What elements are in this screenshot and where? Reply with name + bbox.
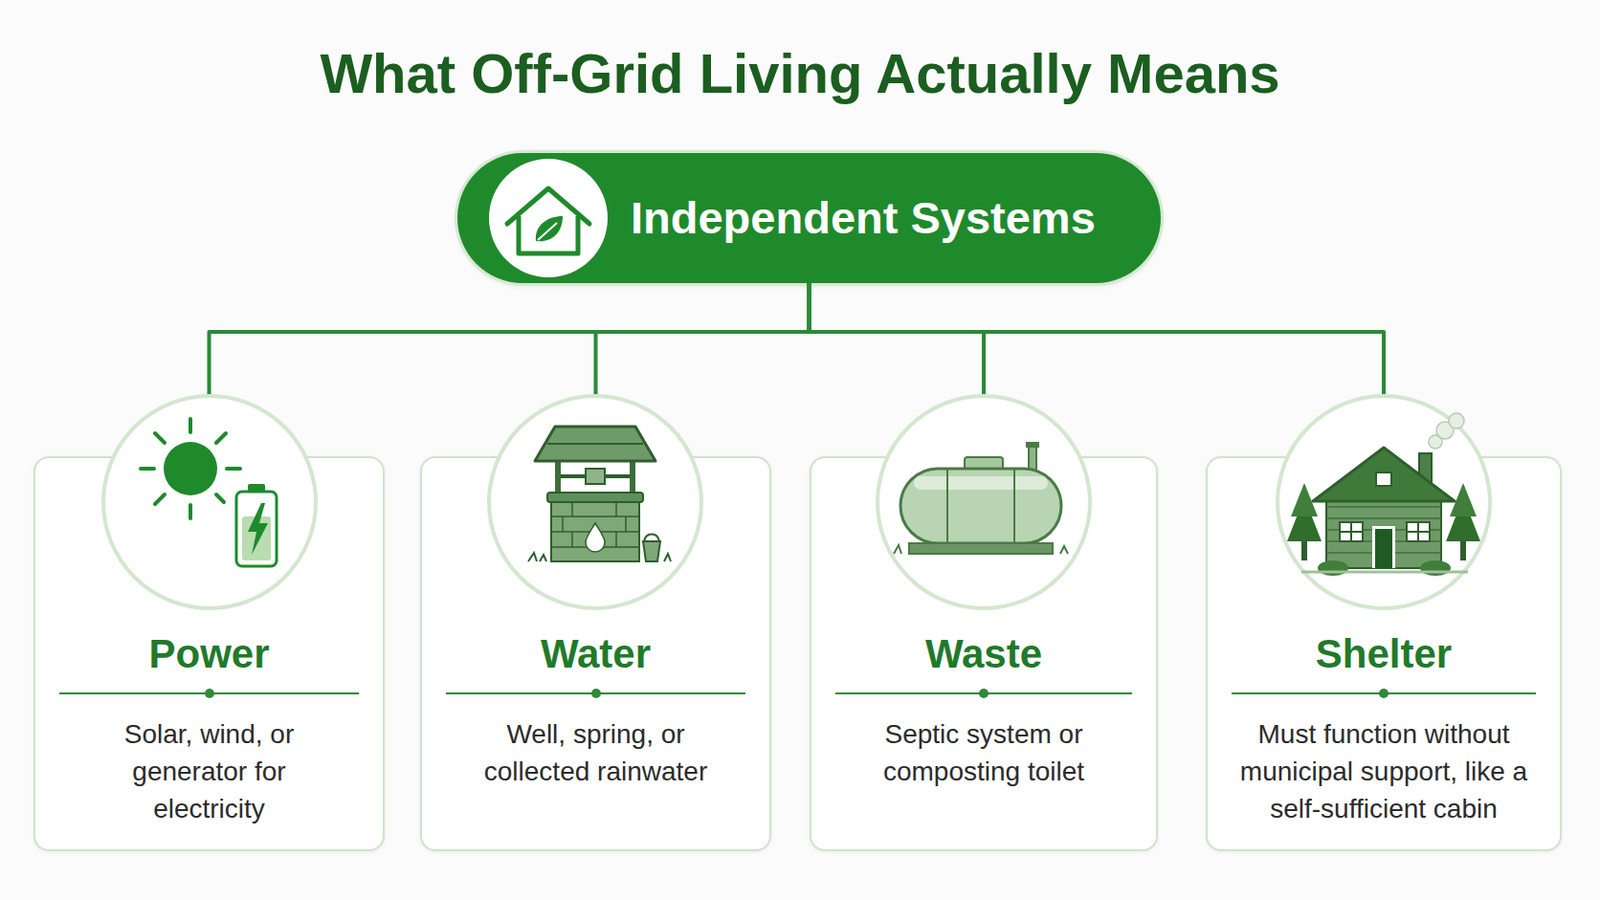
card-heading: Water: [420, 634, 772, 675]
cabin-wall: [1326, 495, 1442, 569]
tank-base: [909, 543, 1053, 555]
bucket: [643, 541, 661, 562]
ground: [1301, 571, 1468, 575]
icon-circle: [103, 396, 316, 609]
tank-seam: [946, 469, 949, 543]
house-walls: [518, 216, 578, 254]
tree-connector: [809, 283, 1385, 396]
brick-line: [624, 516, 627, 533]
well-icon: [528, 426, 671, 562]
tree-connector: [209, 283, 810, 396]
window-frame: [1339, 522, 1363, 542]
gable-window: [1376, 472, 1392, 487]
log-line: [1326, 506, 1442, 509]
sun-ray: [188, 419, 193, 433]
icon-circle: [488, 396, 702, 609]
cabin-window: [1339, 522, 1363, 542]
card-heading: Waste: [809, 634, 1158, 675]
bush: [1420, 560, 1451, 577]
cabin-icon: [1287, 413, 1481, 577]
well-roof: [534, 426, 656, 462]
sun-ray: [216, 494, 224, 503]
log-line: [1326, 517, 1442, 520]
tank-body: [900, 468, 1062, 544]
icon-circle: [1277, 396, 1490, 609]
icon-circles: [103, 396, 1490, 609]
sun-battery-icon: [140, 419, 277, 567]
sun-ray: [216, 433, 226, 444]
grass: [893, 545, 1068, 555]
brick-line: [615, 532, 618, 548]
vent-cap: [1025, 442, 1040, 448]
card-description: Septic system or composting toilet: [849, 715, 1118, 791]
card-description: Must function without municipal support,…: [1230, 715, 1537, 828]
icon-circle: [877, 396, 1090, 609]
roof-line: [547, 443, 644, 445]
card-description: Well, spring, or collected rainwater: [457, 715, 735, 791]
divider-dot: [204, 688, 215, 699]
grass: [528, 553, 671, 562]
tank-highlight: [913, 476, 1048, 490]
pill-label: Independent Systems: [630, 153, 1096, 284]
tank-seam: [1013, 469, 1016, 543]
card-description: Solar, wind, or generator for electricit…: [99, 715, 320, 828]
well-base: [551, 502, 640, 562]
tree-trunk: [1301, 541, 1308, 561]
card-heading: Shelter: [1205, 634, 1562, 675]
sun-ray: [155, 433, 165, 444]
sun-ray: [226, 466, 241, 471]
brick-line: [571, 532, 574, 548]
sun: [163, 442, 218, 496]
water-drop: [585, 523, 605, 553]
septic-tank-icon: [893, 442, 1068, 555]
brick-line: [561, 516, 564, 533]
battery-body: [236, 491, 277, 567]
divider-dot: [1378, 688, 1389, 699]
leaf: [535, 216, 563, 242]
vent-pipe: [1028, 445, 1037, 471]
tree-connector: [596, 283, 810, 396]
brick-line: [615, 502, 618, 517]
sun-ray: [155, 494, 165, 505]
well-rim: [547, 492, 644, 503]
card-heading: Power: [33, 634, 385, 675]
cabin-window: [1406, 522, 1430, 542]
divider-dot: [978, 688, 989, 699]
sun-ray: [188, 505, 193, 519]
bush: [1317, 560, 1349, 577]
house-leaf-icon: [488, 158, 608, 278]
sun-ray: [140, 466, 155, 471]
leaf-vein: [537, 222, 557, 241]
brick-line: [571, 502, 574, 517]
door-frame: [1372, 526, 1396, 569]
smoke: [1448, 413, 1465, 429]
crank-drum: [585, 468, 605, 485]
sun-rays: [140, 419, 241, 519]
tree-connector: [809, 283, 985, 396]
diagram-title: What Off-Grid Living Actually Means: [0, 38, 1600, 110]
divider-dot: [591, 688, 601, 699]
icon-circle: [488, 158, 608, 278]
tree-trunk: [1460, 541, 1467, 561]
window-frame: [1406, 522, 1430, 542]
cabin-door: [1375, 529, 1393, 569]
cabin-roof: [1312, 447, 1455, 502]
lightning-bolt: [247, 503, 268, 556]
bucket-handle: [644, 534, 660, 543]
